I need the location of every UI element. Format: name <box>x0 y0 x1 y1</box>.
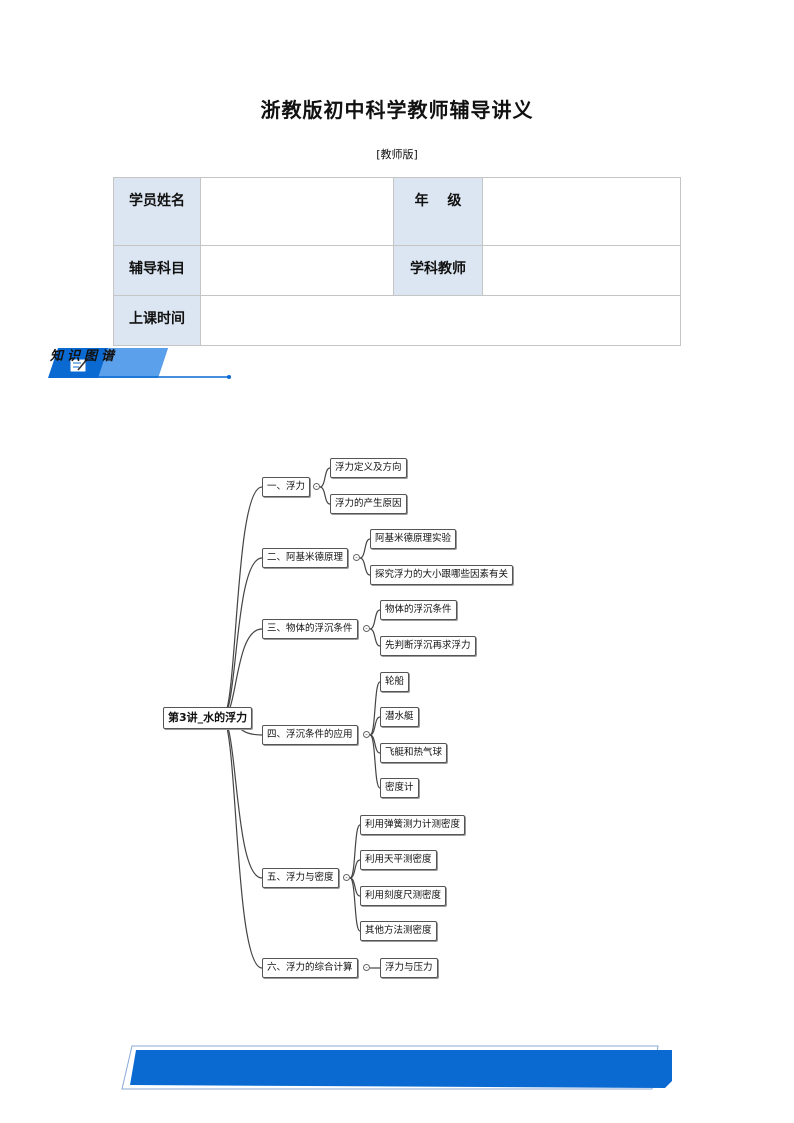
page-title: 浙教版初中科学教师辅导讲义 <box>260 98 534 122</box>
mindmap-root[interactable]: 第3讲_水的浮力 <box>163 707 253 729</box>
mindmap-branch-5[interactable]: 五、浮力与密度 <box>262 868 339 888</box>
collapse-toggle-icon[interactable]: - <box>353 554 360 561</box>
teacher-label: 学科教师 <box>393 245 483 296</box>
mindmap-leaf[interactable]: 轮船 <box>380 672 410 692</box>
mindmap: 第3讲_水的浮力 一、浮力 - 浮力定义及方向 浮力的产生原因 二、阿基米德原理… <box>160 450 540 990</box>
knowledge-map-banner <box>48 348 231 379</box>
mindmap-leaf[interactable]: 浮力定义及方向 <box>330 458 407 478</box>
knowledge-map-label: 知识图谱 <box>50 349 119 364</box>
subject-label: 辅导科目 <box>113 245 201 296</box>
mindmap-leaf[interactable]: 阿基米德原理实验 <box>370 529 457 549</box>
collapse-toggle-icon[interactable]: - <box>363 731 370 738</box>
mindmap-leaf[interactable]: 飞艇和热气球 <box>380 743 448 763</box>
mindmap-branch-6[interactable]: 六、浮力的综合计算 <box>262 958 358 978</box>
mindmap-leaf[interactable]: 利用刻度尺测密度 <box>360 886 447 906</box>
mindmap-connectors <box>221 467 381 969</box>
collapse-toggle-icon[interactable]: - <box>363 625 370 632</box>
mindmap-leaf[interactable]: 先判断浮沉再求浮力 <box>380 636 476 656</box>
pencil-note-icon <box>69 357 89 373</box>
page-subtitle: [教师版] <box>376 148 418 161</box>
mindmap-leaf[interactable]: 探究浮力的大小跟哪些因素有关 <box>370 565 514 585</box>
collapse-toggle-icon[interactable]: - <box>343 874 350 881</box>
grade-value <box>482 177 681 246</box>
subject-value <box>200 245 394 296</box>
mindmap-leaf[interactable]: 物体的浮沉条件 <box>380 600 457 620</box>
mindmap-leaf[interactable]: 潜水艇 <box>380 707 419 727</box>
mindmap-branch-1[interactable]: 一、浮力 <box>262 477 311 497</box>
mindmap-branch-3[interactable]: 三、物体的浮沉条件 <box>262 619 358 639</box>
class-time-value <box>200 295 681 346</box>
teacher-value <box>482 245 681 296</box>
mindmap-leaf[interactable]: 浮力与压力 <box>380 958 438 978</box>
class-time-label: 上课时间 <box>113 295 201 346</box>
mindmap-branch-4[interactable]: 四、浮沉条件的应用 <box>262 725 358 745</box>
footer-banner <box>121 1045 672 1090</box>
mindmap-leaf[interactable]: 其他方法测密度 <box>360 921 437 941</box>
student-name-value <box>200 177 394 246</box>
mindmap-branch-2[interactable]: 二、阿基米德原理 <box>262 548 349 568</box>
mindmap-leaf[interactable]: 密度计 <box>380 778 419 798</box>
mindmap-leaf[interactable]: 利用天平测密度 <box>360 850 437 870</box>
grade-label: 年 级 <box>393 177 483 246</box>
collapse-toggle-icon[interactable]: - <box>313 483 320 490</box>
mindmap-leaf[interactable]: 利用弹簧测力计测密度 <box>360 815 466 835</box>
student-info-table: 学员姓名 年 级 辅导科目 学科教师 上课时间 <box>113 177 681 346</box>
student-name-label: 学员姓名 <box>113 177 201 246</box>
collapse-toggle-icon[interactable]: - <box>363 964 370 971</box>
mindmap-leaf[interactable]: 浮力的产生原因 <box>330 494 407 514</box>
